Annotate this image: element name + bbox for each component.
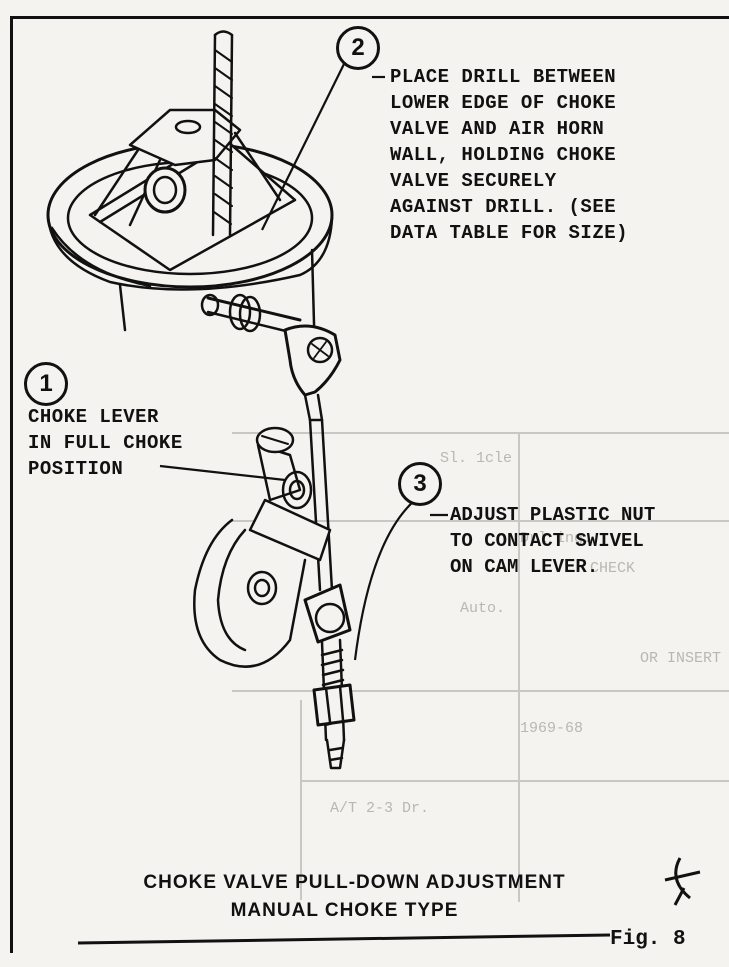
caption-line-1: CHOKE VALVE PULL-DOWN ADJUSTMENT [143, 872, 566, 893]
callout-number-1: 1 [24, 362, 68, 406]
hand-mark [664, 857, 701, 906]
figure-label: Fig. 8 [610, 928, 686, 951]
callout-number-2: 2 [336, 26, 380, 70]
diagram-frame [10, 16, 729, 953]
caption-line-2: MANUAL CHOKE TYPE [230, 900, 459, 921]
callout-number-3: 3 [398, 462, 442, 506]
